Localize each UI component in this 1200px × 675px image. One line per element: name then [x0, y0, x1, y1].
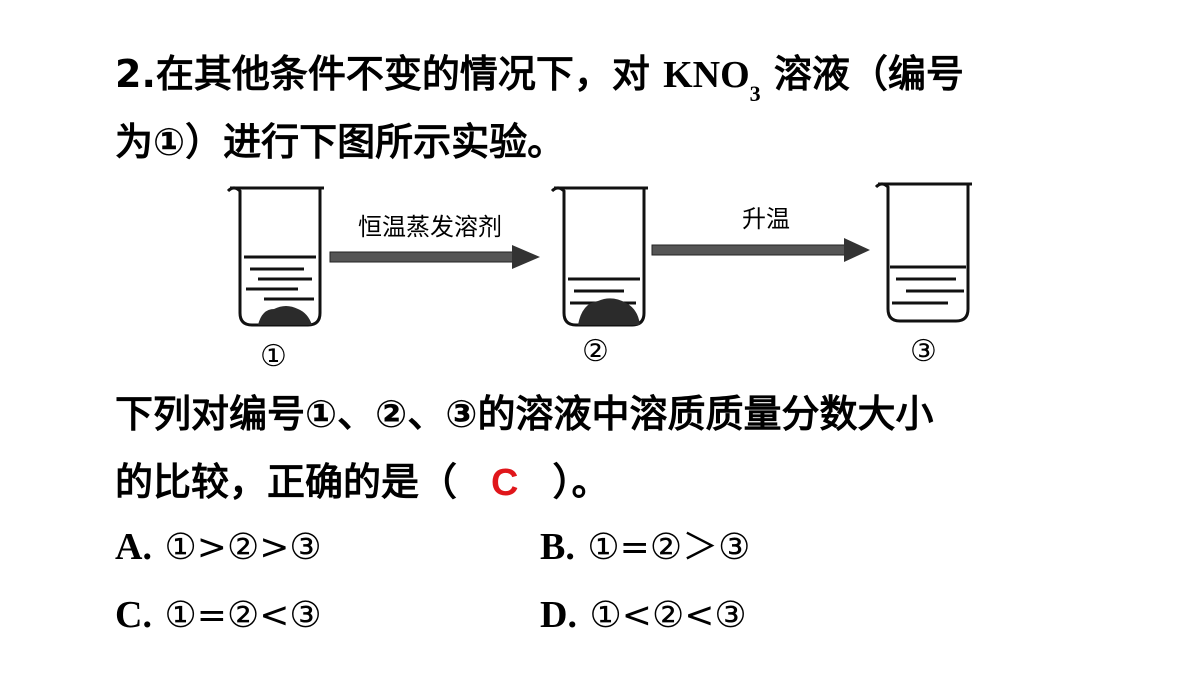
- beaker-2: [550, 186, 648, 327]
- question-suffix: 溶液（编号: [760, 52, 964, 96]
- option-d-letter: D.: [540, 594, 577, 636]
- arrow-heat: [651, 238, 870, 262]
- option-c-text: ①=②<③: [164, 595, 322, 636]
- beaker-3: [874, 182, 972, 323]
- formula-subscript: 3: [749, 81, 761, 106]
- option-b-letter: B.: [540, 526, 575, 568]
- option-b[interactable]: B. ①=②＞③: [540, 525, 750, 570]
- step-label-heat: 升温: [742, 205, 790, 233]
- question-line-4: 的比较，正确的是（ C ）。: [115, 460, 609, 505]
- chemical-formula: KNO: [663, 54, 750, 96]
- crystal-solid-2: [578, 298, 640, 325]
- question-line-2: 为①）进行下图所示实验。: [115, 120, 566, 164]
- beaker-label-1: ①: [260, 339, 287, 374]
- option-b-text: ①=②＞③: [587, 527, 751, 568]
- question-line-3: 下列对编号①、②、③的溶液中溶质质量分数大小: [115, 392, 934, 436]
- beaker-label-3: ③: [910, 334, 937, 369]
- option-a-letter: A.: [115, 526, 152, 568]
- option-c[interactable]: C. ①=②<③: [115, 593, 322, 638]
- option-a[interactable]: A. ①>②>③: [115, 525, 322, 570]
- crystal-solid-1: [258, 306, 312, 325]
- arrow-evaporate: [329, 245, 540, 269]
- experiment-diagram: 恒温蒸发溶剂 升温 ① ② ③: [210, 175, 990, 379]
- step-label-evaporate: 恒温蒸发溶剂: [358, 213, 502, 241]
- question-blank-suffix: ）。: [552, 460, 610, 504]
- question-line-1: 2.在其他条件不变的情况下，对 KNO3 溶液（编号: [115, 52, 964, 116]
- beaker-label-2: ②: [582, 334, 609, 369]
- option-d[interactable]: D. ①<②<③: [540, 593, 747, 638]
- question-blank-prefix: 的比较，正确的是（: [115, 460, 458, 504]
- experiment-svg: [226, 182, 972, 327]
- option-d-text: ①<②<③: [589, 595, 747, 636]
- beaker-1: [226, 186, 324, 327]
- question-prefix: 2.在其他条件不变的情况下，对: [115, 52, 664, 96]
- option-a-text: ①>②>③: [164, 527, 322, 568]
- option-c-letter: C.: [115, 594, 152, 636]
- answer-mark: C: [491, 462, 519, 504]
